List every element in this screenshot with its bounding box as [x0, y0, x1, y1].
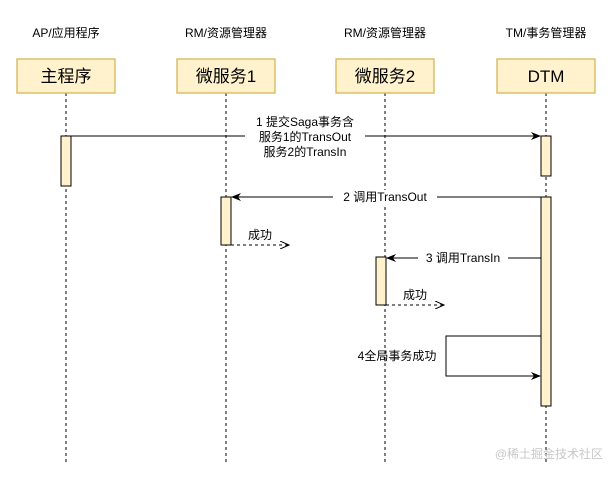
- message-6-label: 4全局事务成功: [358, 348, 437, 363]
- message-4-label: 3 调用TransIn: [426, 251, 500, 265]
- ap-box-label: 主程序: [41, 67, 92, 86]
- message-1-label-bg: [245, 113, 365, 161]
- message-1-submit-saga: 1 提交Saga事务含 服务1的TransOut 服务2的TransIn: [71, 113, 541, 161]
- ap-role-label: AP/应用程序: [32, 25, 99, 40]
- message-2-label: 2 调用TransOut: [343, 190, 427, 204]
- participant-box-tm: DTM: [496, 58, 596, 94]
- participant-box-ap: 主程序: [16, 58, 116, 94]
- message-1-line-1: 1 提交Saga事务含: [256, 114, 354, 129]
- message-2-call-transout: 2 调用TransOut: [231, 190, 541, 205]
- tm-activation-bar-2: [540, 196, 552, 407]
- rm2-role-label: RM/资源管理器: [344, 25, 426, 40]
- rm2-activation-bar: [375, 256, 387, 306]
- message-4-label-bg: [418, 251, 508, 266]
- rm1-box-label: 微服务1: [196, 67, 256, 86]
- message-4-call-transin: 3 调用TransIn: [386, 251, 541, 266]
- ap-activation-bar: [60, 135, 72, 187]
- message-1-line-2: 服务1的TransOut: [259, 129, 352, 144]
- message-5-label: 成功: [403, 288, 427, 302]
- watermark: @稀土掘金技术社区: [495, 446, 603, 461]
- message-3-success: 成功: [231, 228, 289, 245]
- message-6-arrow: [445, 335, 541, 380]
- participant-box-rm1: 微服务1: [176, 58, 276, 94]
- message-1-line-3: 服务2的TransIn: [264, 144, 347, 159]
- tm-box-label: DTM: [528, 67, 565, 86]
- message-6-global-success: 4全局事务成功: [358, 335, 541, 380]
- tm-activation-bar-1: [540, 135, 552, 177]
- message-2-label-bg: [333, 190, 437, 205]
- message-5-success: 成功: [386, 288, 444, 305]
- tm-role-label: TM/事务管理器: [506, 25, 587, 40]
- participant-box-rm2: 微服务2: [335, 58, 435, 94]
- rm2-box-label: 微服务2: [355, 67, 415, 86]
- rm1-role-label: RM/资源管理器: [185, 25, 267, 40]
- rm1-activation-bar: [220, 196, 232, 246]
- message-3-label: 成功: [248, 228, 272, 242]
